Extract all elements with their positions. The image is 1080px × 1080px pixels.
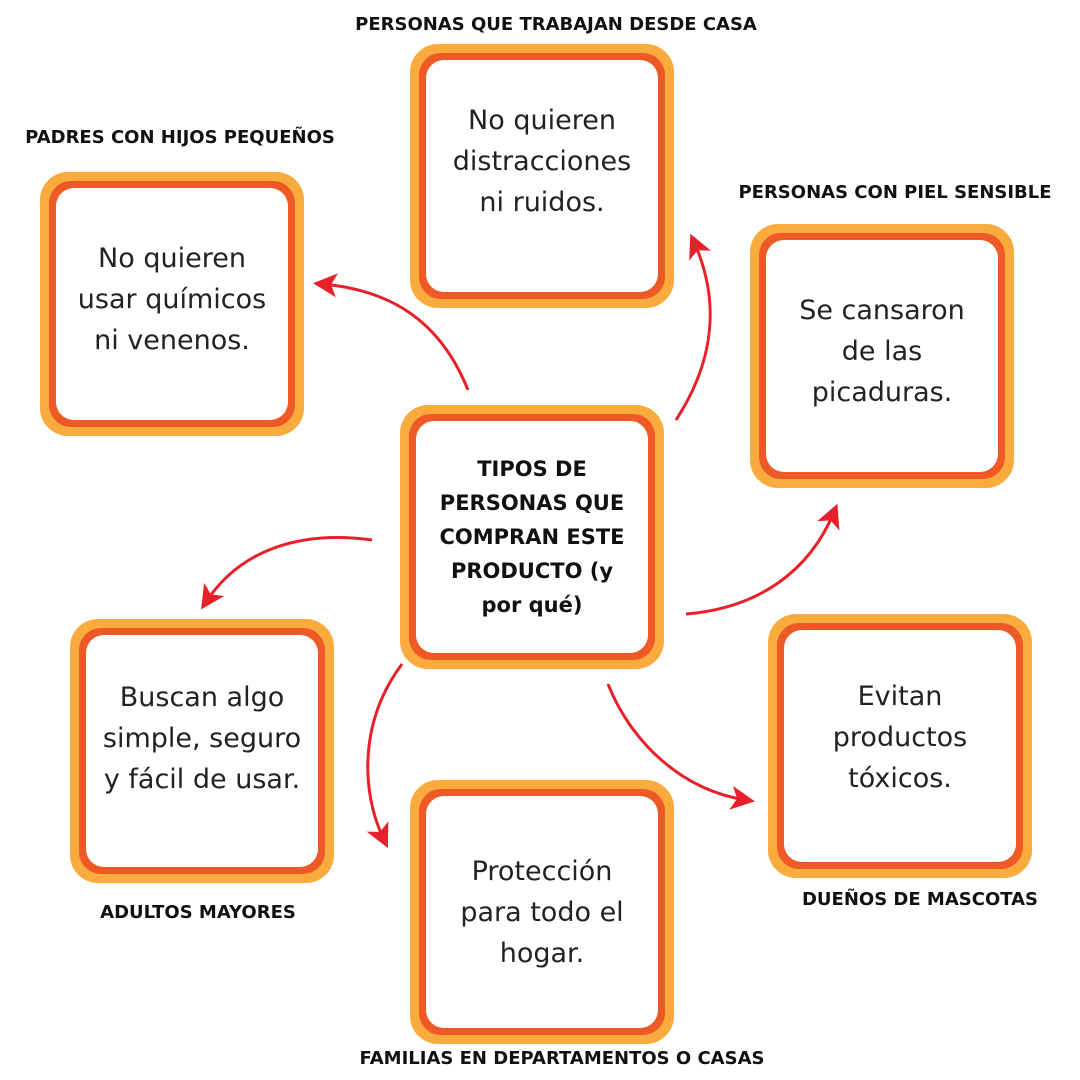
box-border: Protección para todo el hogar. <box>419 789 665 1035</box>
box-text: No quieren usar químicos ni venenos. <box>56 188 288 420</box>
label-adultos: ADULTOS MAYORES <box>100 902 296 923</box>
arrow-to-padres <box>313 273 470 391</box>
arrow-to-piel <box>685 503 840 616</box>
label-familias: FAMILIAS EN DEPARTAMENTOS O CASAS <box>359 1048 765 1069</box>
box-border: Buscan algo simple, seguro y fácil de us… <box>79 628 325 874</box>
center-box-border: TIPOS DE PERSONAS QUE COMPRAN ESTE PRODU… <box>409 414 655 660</box>
box-text: Evitan productos tóxicos. <box>784 630 1016 862</box>
box-border: Evitan productos tóxicos. <box>777 623 1023 869</box>
box-text: Buscan algo simple, seguro y fácil de us… <box>86 635 318 867</box>
box-border: No quieren usar químicos ni venenos. <box>49 181 295 427</box>
label-piel: PERSONAS CON PIEL SENSIBLE <box>738 182 1052 203</box>
box-text: Protección para todo el hogar. <box>426 796 658 1028</box>
box-text: No quieren distracciones ni ruidos. <box>426 60 658 292</box>
box-mascotas: Evitan productos tóxicos. <box>768 614 1032 878</box>
box-border: No quieren distracciones ni ruidos. <box>419 53 665 299</box>
box-piel: Se cansaron de las picaduras. <box>750 224 1014 488</box>
box-text: Se cansaron de las picaduras. <box>766 240 998 472</box>
box-trabajan: No quieren distracciones ni ruidos. <box>410 44 674 308</box>
label-trabajan: PERSONAS QUE TRABAJAN DESDE CASA <box>355 14 757 35</box>
label-padres: PADRES CON HIJOS PEQUEÑOS <box>25 127 335 148</box>
arrow-to-familias <box>366 663 404 849</box>
box-border: Se cansaron de las picaduras. <box>759 233 1005 479</box>
box-padres: No quieren usar químicos ni venenos. <box>40 172 304 436</box>
box-adultos: Buscan algo simple, seguro y fácil de us… <box>70 619 334 883</box>
label-mascotas: DUEÑOS DE MASCOTAS <box>801 889 1039 910</box>
arrow-to-mascotas <box>606 683 755 810</box>
center-title: TIPOS DE PERSONAS QUE COMPRAN ESTE PRODU… <box>416 421 648 653</box>
center-box: TIPOS DE PERSONAS QUE COMPRAN ESTE PRODU… <box>400 405 664 669</box>
arrow-to-trabajan <box>674 233 712 421</box>
arrow-to-adultos <box>201 536 373 610</box>
box-familias: Protección para todo el hogar. <box>410 780 674 1044</box>
